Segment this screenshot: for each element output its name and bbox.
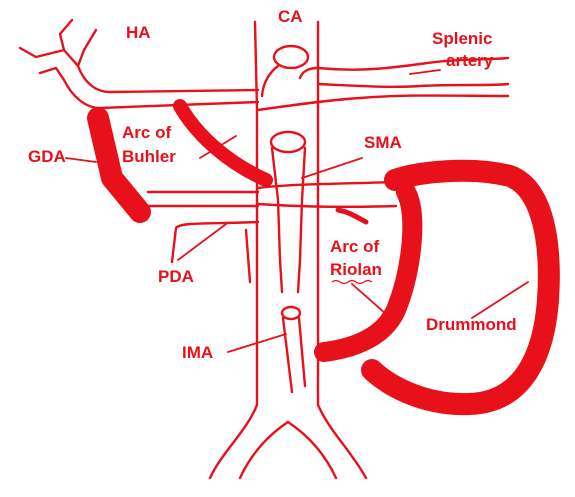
riolan-leader [352,284,386,314]
splenic-artery-middle-wall [258,96,508,111]
label-buhler-line1: Arc of [122,123,171,142]
label-riolan-line2: Riolan [330,260,382,279]
sma-trunk [272,148,305,292]
celiac-axis-ostium [274,46,308,68]
ima-ostium [282,307,300,319]
riolan-wavy-underline [332,281,372,284]
label-riolan-line1: Arc of [330,237,379,256]
arc-of-riolan-vessel [338,210,366,222]
label-ca: CA [278,7,303,26]
sma-ostium [271,132,305,152]
gda-leader [66,158,96,162]
aortic-bifurcation [240,422,336,478]
label-gda: GDA [28,147,66,166]
label-buhler-line2: Buhler [122,147,176,166]
hepatic-branch-upper [60,20,96,66]
label-sma: SMA [364,133,402,152]
label-ha: HA [126,23,151,42]
splenic-artery-lower-wall [318,84,508,87]
hepatic-artery-lower-wall [40,68,258,108]
drummond-leader [472,282,528,318]
celiac-axis [262,66,318,96]
splenic-leader [410,70,440,74]
label-splenic-line2: artery [446,51,494,70]
ima-trunk [283,318,305,392]
label-drummond: Drummond [426,315,517,334]
pda-leader [178,224,226,260]
hepatic-artery [20,48,258,92]
label-splenic-line1: Splenic [432,29,492,48]
label-pda: PDA [158,267,194,286]
label-ima: IMA [182,343,213,362]
sma-leader [302,158,362,178]
